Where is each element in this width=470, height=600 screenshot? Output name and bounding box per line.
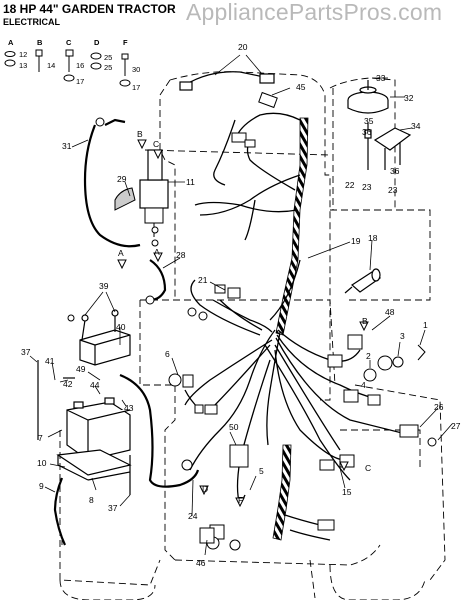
callout-label: 28 xyxy=(176,250,186,260)
hardware-part-number: 30 xyxy=(132,65,140,74)
callout-label: 3 xyxy=(400,331,405,341)
callout-label: C xyxy=(365,463,371,473)
callout-label: 40 xyxy=(116,322,126,332)
callout-label: C xyxy=(153,139,159,149)
hardware-group-letter: B xyxy=(37,38,43,47)
hardware-part-number: 25 xyxy=(104,53,112,62)
hardware-group-letter: D xyxy=(94,38,100,47)
callout-label: 20 xyxy=(238,42,248,52)
callout-label: 31 xyxy=(62,141,72,151)
hardware-part-number: 13 xyxy=(19,61,27,70)
callout-label: 21 xyxy=(198,275,208,285)
callout-label: 7 xyxy=(38,433,43,443)
connectors xyxy=(182,91,359,551)
callout-label: 23 xyxy=(362,182,372,192)
callout-label: 19 xyxy=(351,236,361,246)
callout-label: B xyxy=(362,316,368,326)
callout-label: 1 xyxy=(423,320,428,330)
callout-label: B xyxy=(137,129,143,139)
ignition-switch-part xyxy=(114,149,169,237)
callout-label: 6 xyxy=(165,349,170,359)
callout-label: F xyxy=(238,495,243,505)
page-subtitle: ELECTRICAL xyxy=(3,17,60,27)
callout-label: 32 xyxy=(404,93,414,103)
callout-label: 2 xyxy=(366,351,371,361)
hardware-part-number: 16 xyxy=(76,61,84,70)
hardware-group-letter: F xyxy=(123,38,128,47)
callout-label: 42 xyxy=(63,379,73,389)
hardware-part-number: 17 xyxy=(132,83,140,92)
callout-label: 36 xyxy=(362,127,372,137)
pto-clutch-part xyxy=(347,80,412,170)
callout-label: 34 xyxy=(411,121,421,131)
battery-cables xyxy=(53,118,200,546)
leader-lines xyxy=(29,54,453,556)
callout-label: 27 xyxy=(451,421,461,431)
callout-label: 41 xyxy=(45,356,55,366)
assembly-ref-markers xyxy=(117,139,369,508)
callout-label: 37 xyxy=(21,347,31,357)
callout-label: A xyxy=(118,248,124,258)
callout-label: 46 xyxy=(196,558,206,568)
hardware-legend-icons xyxy=(4,49,131,87)
callout-label: 35 xyxy=(364,116,374,126)
wire-loom-coil xyxy=(272,117,309,541)
hardware-part-number: 12 xyxy=(19,50,27,59)
callout-label: 45 xyxy=(296,82,306,92)
callout-label: 24 xyxy=(188,511,198,521)
callout-label: 49 xyxy=(76,364,86,374)
callout-label: 4 xyxy=(361,380,366,390)
callout-label: 8 xyxy=(89,495,94,505)
callout-label: 23 xyxy=(388,185,398,195)
callout-label: D xyxy=(202,484,208,494)
switch-parts xyxy=(168,334,437,544)
watermark: AppliancePartsPros.com xyxy=(186,0,443,25)
callout-label: A xyxy=(154,247,160,257)
sensor-part xyxy=(344,268,382,294)
hardware-group-letter: A xyxy=(8,38,14,47)
battery-bracket xyxy=(79,309,131,366)
callout-label: 10 xyxy=(37,458,47,468)
battery-part xyxy=(56,397,132,481)
hold-down-rods xyxy=(37,360,131,495)
callout-label: 33 xyxy=(376,73,386,83)
callout-label: 29 xyxy=(117,174,127,184)
hardware-part-number: 14 xyxy=(47,61,55,70)
callout-label: 11 xyxy=(186,177,195,187)
callout-label: 15 xyxy=(342,487,352,497)
page-title: 18 HP 44" GARDEN TRACTOR xyxy=(3,2,176,16)
callout-label: 43 xyxy=(124,403,134,413)
terminals xyxy=(67,117,208,471)
callout-label: 44 xyxy=(90,380,100,390)
callout-label: 22 xyxy=(345,180,355,190)
frame-outline xyxy=(59,71,446,600)
callout-label: 50 xyxy=(229,422,239,432)
callout-label: 36 xyxy=(390,166,400,176)
hardware-part-number: 17 xyxy=(76,77,84,86)
callout-label: 26 xyxy=(434,402,444,412)
callout-label: 48 xyxy=(385,307,395,317)
hardware-part-number: 25 xyxy=(104,63,112,72)
hardware-group-letter: C xyxy=(66,38,72,47)
callout-label: 5 xyxy=(259,466,264,476)
callout-label: 9 xyxy=(39,481,44,491)
callout-label: 37 xyxy=(108,503,118,513)
callout-label: 18 xyxy=(368,233,378,243)
cable-assembly xyxy=(179,71,275,91)
callout-label: 39 xyxy=(99,281,109,291)
